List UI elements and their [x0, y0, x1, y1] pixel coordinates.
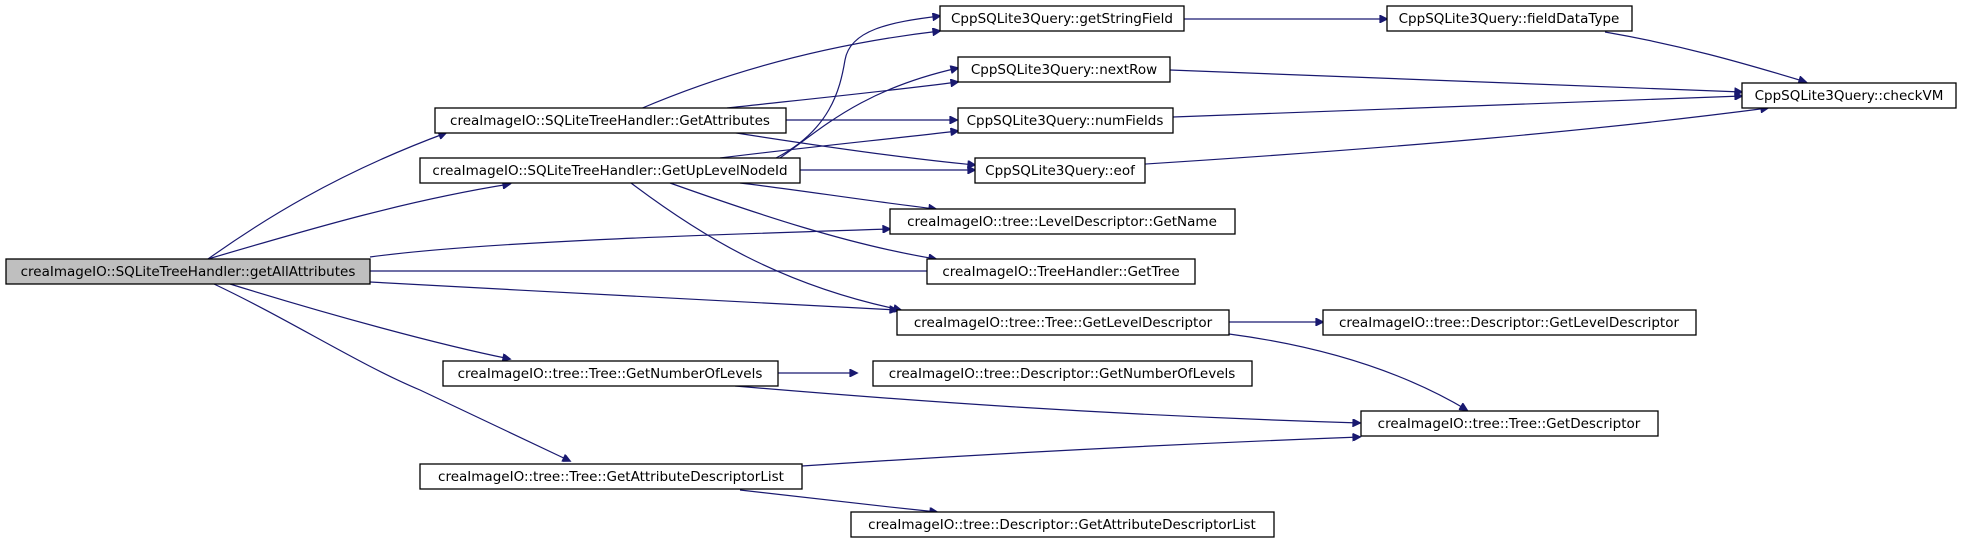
node-box	[850, 511, 1275, 538]
node-box	[896, 309, 1230, 336]
edge-numfields-to-checkvm	[1172, 96, 1742, 118]
node-label: creaImageIO::SQLiteTreeHandler::GetUpLev…	[432, 163, 787, 179]
node-label: creaImageIO::tree::LevelDescriptor::GetN…	[907, 214, 1217, 230]
node-eof[interactable]: CppSQLite3Query::eof	[974, 157, 1146, 184]
edge-getattributedescriptorlist-to-descgetattributedescriptorlist	[739, 489, 937, 512]
node-label: CppSQLite3Query::nextRow	[971, 62, 1157, 78]
edge-root-to-levelgetname	[369, 229, 890, 258]
edge-getuplevelnodeid-to-getstringfield	[775, 16, 940, 159]
edge-root-to-getattributes	[207, 133, 446, 260]
node-box	[419, 157, 801, 184]
node-getattributes[interactable]: creaImageIO::SQLiteTreeHandler::GetAttri…	[434, 107, 787, 134]
edge-getuplevelnodeid-to-levelgetname	[739, 182, 936, 209]
node-descgetnumberoflevels[interactable]: creaImageIO::tree::Descriptor::GetNumber…	[872, 360, 1253, 387]
node-getuplevelnodeid[interactable]: creaImageIO::SQLiteTreeHandler::GetUpLev…	[419, 157, 801, 184]
node-nextrow[interactable]: CppSQLite3Query::nextRow	[957, 56, 1171, 83]
node-label: creaImageIO::tree::Tree::GetLevelDescrip…	[914, 315, 1213, 331]
edge-fielddatatype-to-checkvm	[1604, 31, 1806, 82]
nodes: creaImageIO::SQLiteTreeHandler::getAllAt…	[5, 5, 1957, 538]
node-box	[442, 360, 779, 387]
edge-getuplevelnodeid-to-numfields	[719, 131, 958, 159]
node-getattributedescriptorlist[interactable]: creaImageIO::tree::Tree::GetAttributeDes…	[419, 463, 803, 490]
edge-getuplevelnodeid-to-gettree	[669, 182, 936, 259]
edge-getattributes-to-nextrow	[726, 82, 958, 109]
node-box	[419, 463, 803, 490]
node-label: creaImageIO::SQLiteTreeHandler::getAllAt…	[21, 264, 356, 280]
edge-getattributes-to-getstringfield	[639, 31, 940, 110]
node-gettree[interactable]: creaImageIO::TreeHandler::GetTree	[926, 258, 1196, 285]
node-box	[434, 107, 787, 134]
node-levelgetname[interactable]: creaImageIO::tree::LevelDescriptor::GetN…	[889, 208, 1236, 235]
node-box	[1322, 309, 1697, 336]
node-label: creaImageIO::tree::Descriptor::GetNumber…	[889, 366, 1236, 382]
node-getstringfield[interactable]: CppSQLite3Query::getStringField	[939, 5, 1185, 32]
node-box	[889, 208, 1236, 235]
node-box	[1360, 410, 1659, 437]
node-fielddatatype[interactable]: CppSQLite3Query::fieldDataType	[1386, 5, 1633, 32]
edge-treegetleveldescriptor-to-treegetdescriptor	[1228, 333, 1467, 410]
node-label: CppSQLite3Query::numFields	[967, 113, 1164, 129]
edge-getuplevelnodeid-to-nextrow	[779, 68, 958, 159]
node-box	[872, 360, 1253, 387]
node-label: creaImageIO::SQLiteTreeHandler::GetAttri…	[450, 113, 770, 129]
node-treegetleveldescriptor[interactable]: creaImageIO::tree::Tree::GetLevelDescrip…	[896, 309, 1230, 336]
node-label: creaImageIO::tree::Tree::GetNumberOfLeve…	[458, 366, 763, 382]
edge-root-to-getnumberoflevels	[229, 283, 510, 359]
node-root-getallattributes[interactable]: creaImageIO::SQLiteTreeHandler::getAllAt…	[5, 258, 371, 285]
edge-eof-to-checkvm	[1129, 108, 1768, 166]
node-box	[1386, 5, 1633, 32]
node-box	[1741, 82, 1957, 109]
node-label: CppSQLite3Query::getStringField	[951, 11, 1173, 27]
node-checkvm[interactable]: CppSQLite3Query::checkVM	[1741, 82, 1957, 109]
edge-getuplevelnodeid-to-treegetleveldescriptor	[630, 182, 901, 310]
edge-nextrow-to-checkvm	[1169, 69, 1742, 92]
node-box	[926, 258, 1196, 285]
node-label: CppSQLite3Query::checkVM	[1755, 88, 1944, 104]
node-numfields[interactable]: CppSQLite3Query::numFields	[957, 107, 1174, 134]
node-label: creaImageIO::tree::Descriptor::GetAttrib…	[868, 517, 1256, 533]
node-label: creaImageIO::tree::Tree::GetAttributeDes…	[438, 469, 784, 485]
edge-getattributes-to-eof	[729, 131, 975, 165]
node-label: creaImageIO::TreeHandler::GetTree	[942, 264, 1179, 280]
node-descgetattributedescriptorlist[interactable]: creaImageIO::tree::Descriptor::GetAttrib…	[850, 511, 1275, 538]
node-treegetdescriptor[interactable]: creaImageIO::tree::Tree::GetDescriptor	[1360, 410, 1659, 437]
node-label: creaImageIO::tree::Tree::GetDescriptor	[1378, 416, 1641, 432]
node-descgetleveldescriptor[interactable]: creaImageIO::tree::Descriptor::GetLevelD…	[1322, 309, 1697, 336]
node-getnumberoflevels[interactable]: creaImageIO::tree::Tree::GetNumberOfLeve…	[442, 360, 779, 387]
edge-root-to-treegetleveldescriptor	[369, 281, 897, 310]
edge-root-to-getuplevelnodeid	[207, 184, 510, 260]
node-box	[957, 56, 1171, 83]
node-box	[939, 5, 1185, 32]
node-label: creaImageIO::tree::Descriptor::GetLevelD…	[1339, 315, 1680, 331]
edge-getnumberoflevels-to-treegetdescriptor	[734, 385, 1360, 423]
node-label: CppSQLite3Query::eof	[985, 163, 1136, 179]
edge-root-to-getattributedescriptorlist	[213, 283, 570, 461]
node-box	[5, 258, 371, 285]
edge-getattributedescriptorlist-to-treegetdescriptor	[801, 437, 1360, 467]
node-label: CppSQLite3Query::fieldDataType	[1399, 11, 1620, 27]
edges	[207, 16, 1806, 512]
node-box	[974, 157, 1146, 184]
node-box	[957, 107, 1174, 134]
